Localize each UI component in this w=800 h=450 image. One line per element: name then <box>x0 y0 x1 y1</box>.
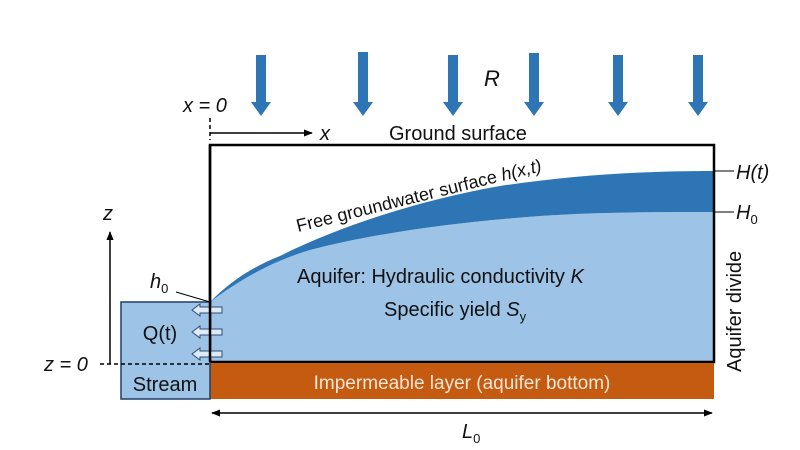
aquifer-line2-sub: y <box>520 309 527 324</box>
length-label: L0 <box>462 421 480 446</box>
length-label-main: L <box>462 421 473 443</box>
stream-label: Stream <box>133 374 197 396</box>
x-origin-label-text: x = 0 <box>182 95 227 117</box>
water-table-rise-band <box>210 171 714 302</box>
H0-label-main: H <box>736 202 751 224</box>
h0-leader-line <box>175 291 211 303</box>
aquifer-body <box>210 212 714 362</box>
stream-box <box>120 301 211 400</box>
z-axis-label: z <box>102 203 113 225</box>
outflow-arrow <box>191 347 223 361</box>
z-origin-label-text: z = 0 <box>43 354 88 376</box>
aquifer-line1-text: Aquifer: Hydraulic conductivity <box>297 266 570 288</box>
outflow-arrows <box>191 303 223 361</box>
H-t-label: H(t) <box>736 162 769 184</box>
x-origin-label: x = 0 <box>182 95 227 117</box>
x-axis-label: x <box>319 123 331 145</box>
outflow-arrow <box>191 325 223 339</box>
free-surface-label-var: h(x,t) <box>499 155 544 184</box>
recharge-arrow <box>251 55 271 116</box>
recharge-arrow <box>353 52 373 116</box>
recharge-arrow <box>524 53 544 116</box>
aquifer-divide-label: Aquifer divide <box>724 251 746 372</box>
length-label-sub: 0 <box>473 431 480 446</box>
h0-label: h0 <box>150 271 168 296</box>
aquifer-line2-var: S <box>506 299 520 321</box>
aquifer-property-line1: Aquifer: Hydraulic conductivity K <box>297 266 585 288</box>
recharge-arrow <box>443 55 463 116</box>
recharge-arrows <box>251 52 708 116</box>
H0-label: H0 <box>736 202 758 227</box>
aquifer-property-line2: Specific yield Sy <box>384 299 527 324</box>
h0-label-sub: 0 <box>161 281 168 296</box>
impermeable-layer-label: Impermeable layer (aquifer bottom) <box>314 373 611 394</box>
recharge-arrow <box>688 55 708 116</box>
aquifer-line1-var: K <box>570 266 585 288</box>
h0-label-main: h <box>150 271 161 293</box>
recharge-label: R <box>484 66 500 91</box>
ground-surface-label: Ground surface <box>389 123 527 145</box>
z-origin-label: z = 0 <box>43 354 88 376</box>
impermeable-layer <box>210 363 714 399</box>
aquifer-line2-text: Specific yield <box>384 299 506 321</box>
H0-label-sub: 0 <box>750 212 757 227</box>
outflow-arrow <box>191 303 223 317</box>
recharge-arrow <box>608 55 628 116</box>
discharge-label-text: Q(t) <box>143 323 177 345</box>
discharge-label: Q(t) <box>143 323 177 345</box>
